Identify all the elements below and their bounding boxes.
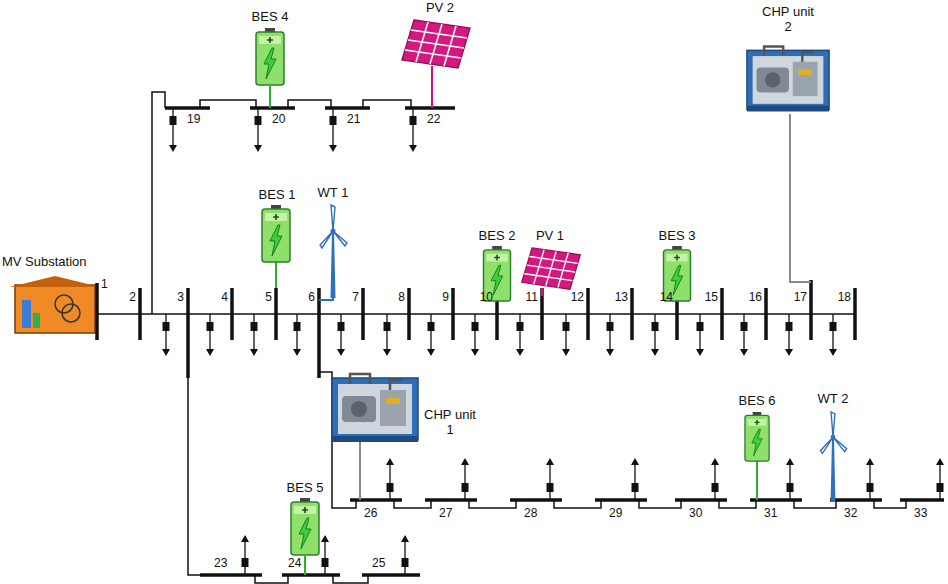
- bus-number: 17: [794, 291, 807, 305]
- load-symbol: [206, 314, 214, 356]
- bus-number: 24: [288, 557, 301, 571]
- load-symbol: [241, 535, 249, 575]
- load-symbol: [293, 314, 301, 356]
- device-label: BES 1: [259, 188, 296, 203]
- bus-number: 8: [398, 291, 405, 305]
- substation-icon: [10, 276, 100, 333]
- load-symbol: [461, 458, 469, 500]
- device-label: WT 1: [318, 186, 349, 201]
- bus-number: 25: [372, 557, 385, 571]
- device-label: WT 2: [818, 392, 849, 407]
- bus-number: 19: [187, 113, 200, 127]
- device-label: BES 3: [659, 229, 696, 244]
- bus-number: 13: [615, 291, 628, 305]
- bus-number: 27: [439, 507, 452, 521]
- bus-number: 28: [524, 507, 537, 521]
- bus-number: 15: [705, 291, 718, 305]
- load-symbol: [383, 314, 391, 356]
- device-label: BES 6: [739, 394, 776, 409]
- load-symbol: [562, 314, 570, 356]
- load-symbol: [386, 458, 394, 500]
- bus-number: 1: [101, 278, 108, 292]
- device-label: CHP unit 1: [424, 408, 476, 438]
- bus-number: 30: [689, 507, 702, 521]
- bus-number: 31: [764, 507, 777, 521]
- bus-number: 14: [660, 291, 673, 305]
- bus-number: 7: [352, 291, 359, 305]
- load-symbol: [606, 314, 614, 356]
- load-symbol: [786, 458, 794, 500]
- device-label: BES 2: [479, 229, 516, 244]
- load-symbol: [427, 314, 435, 356]
- load-symbol: [651, 314, 659, 356]
- load-symbol: [631, 458, 639, 500]
- bus-number: 3: [177, 291, 184, 305]
- bus-number: 23: [214, 557, 227, 571]
- der-icons: [256, 20, 847, 555]
- bus-number: 10: [480, 291, 493, 305]
- bus-number: 26: [364, 507, 377, 521]
- device-label: MV Substation: [2, 255, 87, 270]
- bus-bars: [97, 108, 944, 575]
- bus-number: 4: [221, 291, 228, 305]
- device-label: PV 1: [536, 229, 564, 244]
- load-symbol: [516, 314, 524, 356]
- load-symbol: [254, 108, 262, 152]
- load-symbol: [546, 458, 554, 500]
- load-symbol: [711, 458, 719, 500]
- bus-number: 16: [749, 291, 762, 305]
- device-label: BES 5: [287, 481, 324, 496]
- bus-number: 5: [265, 291, 272, 305]
- load-symbol: [337, 314, 345, 356]
- feeder-wires: [97, 92, 906, 583]
- bus-number: 21: [347, 113, 360, 127]
- bus-number: 18: [838, 291, 851, 305]
- load-symbol: [936, 458, 944, 500]
- bus-number: 11: [526, 291, 538, 305]
- load-symbol: [401, 535, 409, 575]
- bus-number: 2: [129, 291, 136, 305]
- load-symbol: [471, 314, 479, 356]
- bus-number: 20: [272, 113, 285, 127]
- device-label: BES 4: [252, 10, 289, 25]
- load-symbol: [321, 535, 329, 575]
- bus-number: 12: [571, 291, 584, 305]
- bus-number: 22: [427, 113, 440, 127]
- load-symbol: [785, 314, 793, 356]
- bus-number: 6: [308, 291, 315, 305]
- load-symbol: [329, 108, 337, 152]
- load-symbol: [162, 314, 170, 356]
- device-label: PV 2: [426, 1, 454, 16]
- bus-number: 29: [609, 507, 622, 521]
- bus-bar: [140, 280, 944, 500]
- load-symbol: [696, 314, 704, 356]
- load-arrows: [162, 108, 944, 575]
- load-symbol: [829, 314, 837, 356]
- load-symbol: [866, 458, 874, 500]
- device-label: CHP unit 2: [762, 5, 814, 35]
- load-symbol: [169, 108, 177, 152]
- load-symbol: [250, 314, 258, 356]
- load-symbol: [409, 108, 417, 152]
- der-wires: [270, 66, 833, 575]
- load-symbol: [740, 314, 748, 356]
- bus-number: 33: [914, 507, 927, 521]
- bus-number: 32: [844, 507, 857, 521]
- bus-number: 9: [442, 291, 449, 305]
